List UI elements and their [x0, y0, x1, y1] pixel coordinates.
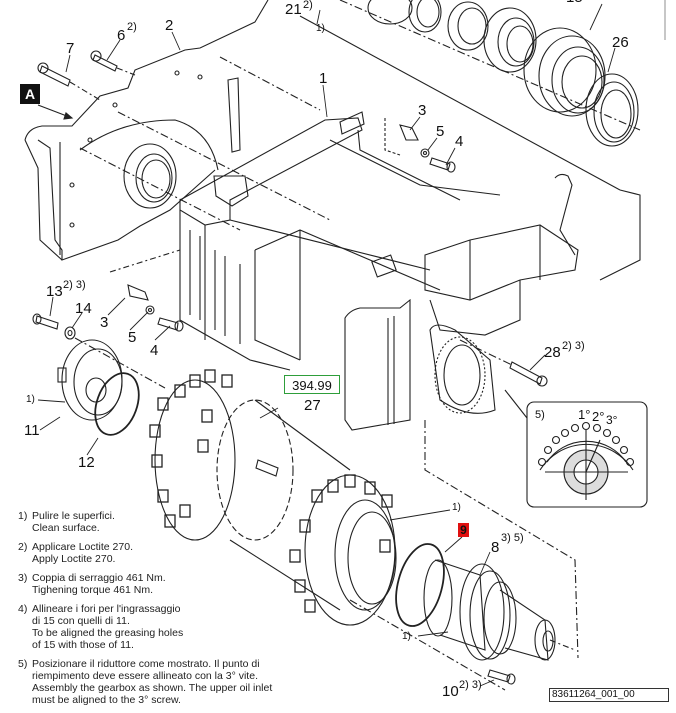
callout-note-1-hub: 1) — [26, 394, 35, 405]
note-line: must be aligned to the 3° screw. — [32, 694, 181, 706]
bolt-10 — [487, 669, 516, 685]
detail-view-note-ref: 5) — [535, 409, 545, 421]
leader-lines — [37, 3, 616, 687]
callout-4-lower: 4 — [150, 342, 159, 359]
side-plate — [24, 0, 269, 261]
note-line: Applicare Loctite 270. — [32, 541, 133, 553]
exploded-parts-drawing — [24, 0, 666, 691]
note-number: 2) — [18, 541, 28, 553]
note-3: 3) Coppia di serraggio 461 Nm. Tighening… — [18, 572, 278, 596]
bolt-28 — [509, 361, 548, 387]
o-ring-9 — [395, 543, 445, 627]
note-line: Allineare i fori per l'ingrassaggio — [32, 603, 181, 615]
right-plate-and-box — [344, 173, 579, 431]
callout-11: 11 — [24, 422, 40, 439]
callout-5-lower: 5 — [128, 329, 137, 346]
callout-7: 7 — [66, 40, 75, 57]
callout-21-notes: 2) — [303, 0, 313, 11]
hub-11 — [57, 339, 123, 421]
highlighted-part-9[interactable]: 9 — [458, 523, 469, 537]
note-2: 2) Applicare Loctite 270. Apply Loctite … — [18, 541, 278, 565]
pin-washer-bolt-lower — [127, 284, 184, 332]
callout-28-notes: 2) 3) — [562, 340, 585, 352]
note-line: riempimento deve essere allineato con la… — [32, 670, 258, 682]
callout-3-lower: 3 — [100, 314, 109, 331]
callout-note-1-gearbox: 1) — [402, 631, 411, 642]
bolt-6 — [90, 50, 118, 72]
callout-15: 15 — [566, 0, 583, 5]
callout-21: 21 — [285, 1, 302, 18]
bolt-7 — [37, 62, 71, 87]
callout-2: 2 — [165, 17, 174, 34]
screw-position-1: 1° — [578, 407, 591, 422]
callout-26: 26 — [612, 34, 629, 51]
note-5: 5) Posizionare il riduttore come mostrat… — [18, 658, 322, 706]
callout-4-upper: 4 — [455, 133, 464, 150]
rotor-drum-27 — [149, 369, 397, 626]
note-line: Posizionare il riduttore come mostrato. … — [32, 658, 260, 670]
note-1: 1) Pulire le superfici. Clean surface. — [18, 510, 278, 534]
callout-note-1: 1) — [316, 23, 325, 34]
o-ring-12 — [94, 372, 140, 436]
note-line: Tighening torque 461 Nm. — [32, 584, 154, 596]
bearing-stack — [339, 0, 641, 147]
callout-14: 14 — [75, 300, 92, 317]
callout-28: 28 — [544, 344, 561, 361]
note-4: 4) Allineare i fori per l'ingrassaggio d… — [18, 603, 278, 651]
callout-6-notes: 2) — [127, 21, 137, 33]
callout-12: 12 — [78, 454, 95, 471]
assembly-outline — [424, 420, 579, 659]
callout-3-upper: 3 — [418, 102, 427, 119]
note-number: 5) — [18, 658, 28, 670]
screw-position-2: 2° — [592, 409, 605, 424]
washer-14 — [64, 326, 76, 340]
main-housing — [179, 111, 501, 371]
price-hotspot[interactable]: 394.99 — [284, 375, 340, 394]
screw-position-3: 3° — [606, 413, 618, 427]
callout-13-notes: 2) 3) — [63, 279, 86, 291]
note-line: Assembly the gearbox as shown. The upper… — [32, 682, 273, 694]
callout-27: 27 — [304, 397, 321, 414]
note-line: Apply Loctite 270. — [32, 553, 116, 565]
note-number: 3) — [18, 572, 28, 584]
detail-view-box — [504, 389, 648, 508]
note-line: Coppia di serraggio 461 Nm. — [32, 572, 166, 584]
note-number: 1) — [18, 510, 28, 522]
callout-13: 13 — [46, 283, 63, 300]
note-number: 4) — [18, 603, 28, 615]
document-code: 83611264_001_00 — [549, 688, 669, 702]
callout-1: 1 — [319, 70, 328, 87]
callout-6: 6 — [117, 27, 126, 44]
note-line: To be aligned the greasing holes — [32, 627, 184, 639]
assembly-notes: 1) Pulire le superfici. Clean surface. 2… — [18, 510, 278, 713]
note-line: di 15 con quelli di 11. — [32, 615, 130, 627]
callout-8-notes: 3) 5) — [501, 532, 524, 544]
note-line: Pulire le superfici. — [32, 510, 115, 522]
pin-washer-bolt-upper — [399, 124, 456, 173]
enclosure-outline — [599, 189, 641, 281]
gearbox-8 — [423, 559, 576, 661]
callout-10-notes: 2) 3) — [459, 679, 482, 691]
note-line: of 15 with those of 11. — [32, 639, 134, 651]
callout-8: 8 — [491, 539, 500, 556]
callout-10: 10 — [442, 683, 459, 700]
leader-line — [299, 15, 621, 191]
note-line: Clean surface. — [32, 522, 100, 534]
view-a-label: A — [20, 84, 40, 104]
callout-note-1-drum: 1) — [452, 502, 461, 513]
bolt-13 — [32, 313, 59, 330]
callout-5-upper: 5 — [436, 123, 445, 140]
